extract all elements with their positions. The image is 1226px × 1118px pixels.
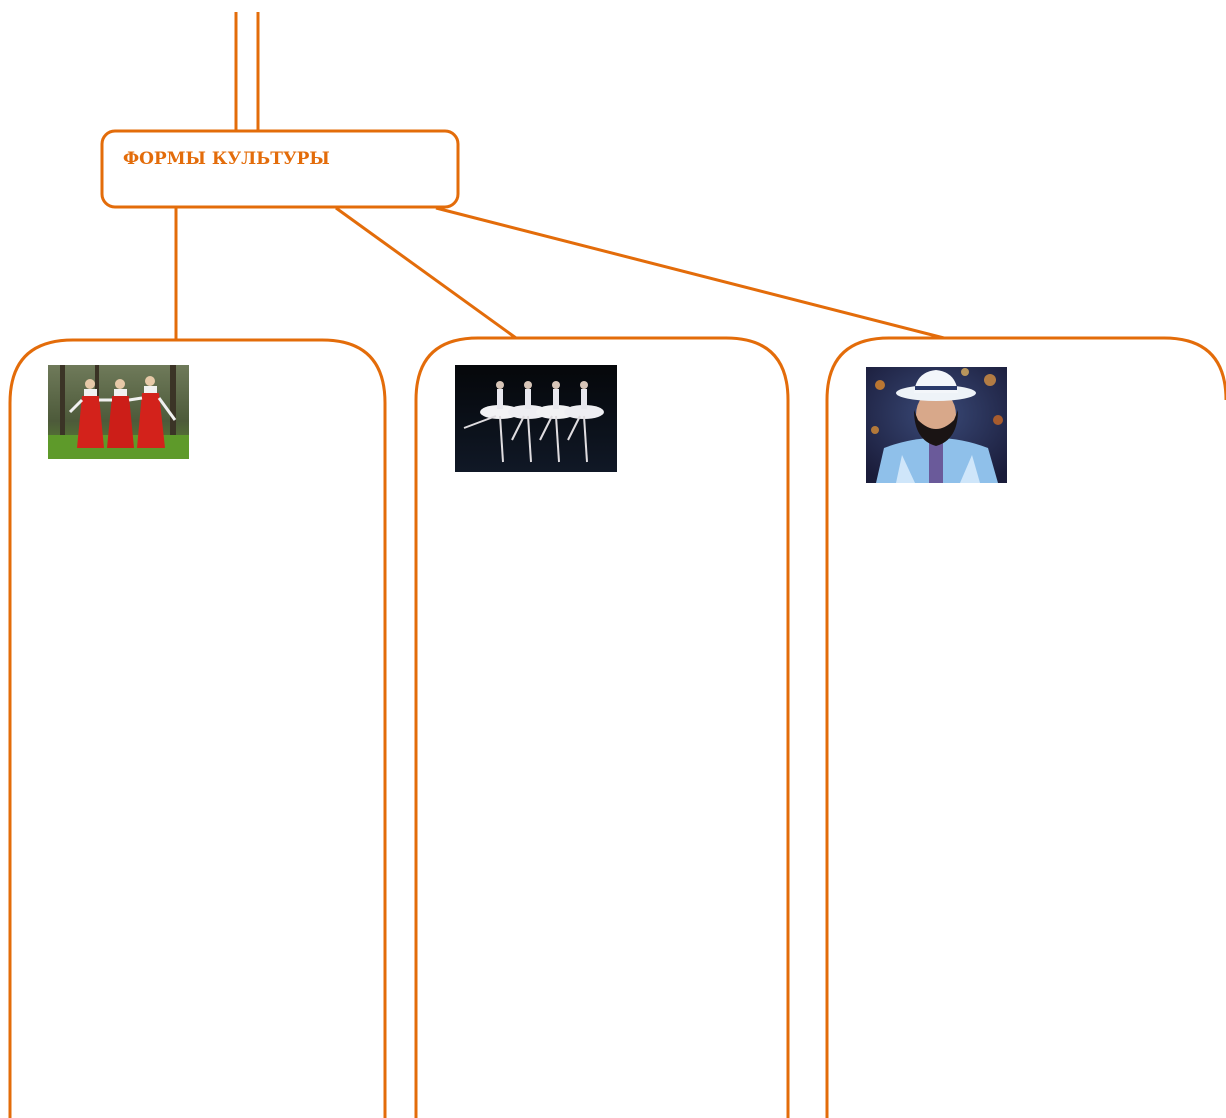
connector-middle [335,206,517,340]
pop-singer-photo [866,367,1007,483]
incoming-connector [234,12,260,131]
branch-connectors [174,206,945,340]
branch-box-1 [8,338,387,1118]
folk-dancers-photo [48,365,189,459]
ballet-dancers-photo [455,365,617,472]
branch-box-3 [825,336,1226,1118]
connector-right [435,206,945,340]
root-node: ФОРМЫ КУЛЬТУРЫ [100,129,460,209]
root-title: ФОРМЫ КУЛЬТУРЫ [123,149,330,169]
branch-box-2 [414,336,790,1118]
